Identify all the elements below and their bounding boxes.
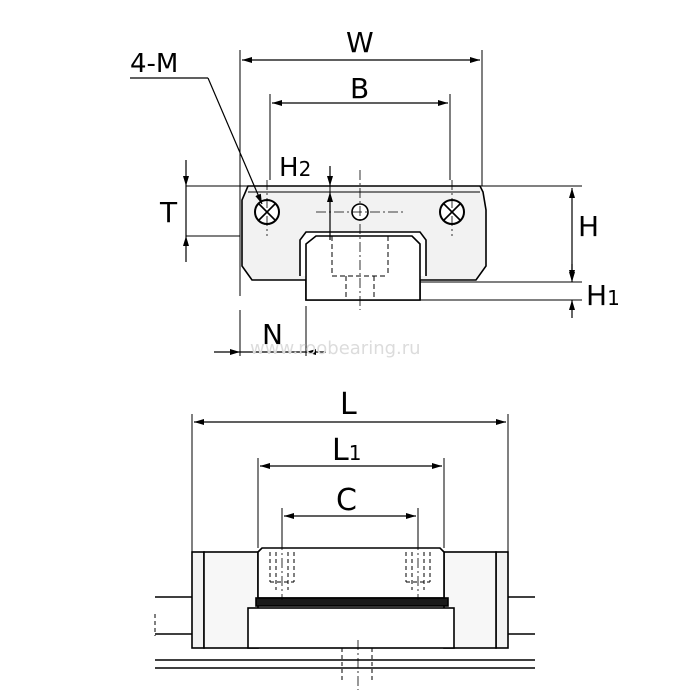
rail-bolt-hidden-lines <box>331 236 389 300</box>
tapped-hole-left <box>269 552 295 590</box>
tapped-hole-right <box>405 552 431 590</box>
end-seal-right <box>495 551 509 649</box>
carriage-lower <box>247 607 455 649</box>
carriage-block <box>257 547 445 599</box>
label-h: H <box>578 210 599 243</box>
label-b: B <box>350 72 369 105</box>
label-4m: 4-M <box>130 49 178 79</box>
rail-head <box>305 235 421 301</box>
label-l: L <box>340 387 357 422</box>
label-n: N <box>262 318 283 351</box>
label-l1: L1 <box>332 433 361 468</box>
carriage-dark-band <box>255 597 449 607</box>
side-view <box>154 414 535 690</box>
end-seal-left <box>191 551 205 649</box>
front-view <box>130 50 582 356</box>
label-w: W <box>346 26 374 59</box>
watermark: www.roobearing.ru <box>250 338 421 359</box>
label-c: C <box>336 483 357 518</box>
label-h2: H2 <box>279 153 311 183</box>
label-h1: H1 <box>586 279 620 312</box>
label-t: T <box>159 196 178 229</box>
